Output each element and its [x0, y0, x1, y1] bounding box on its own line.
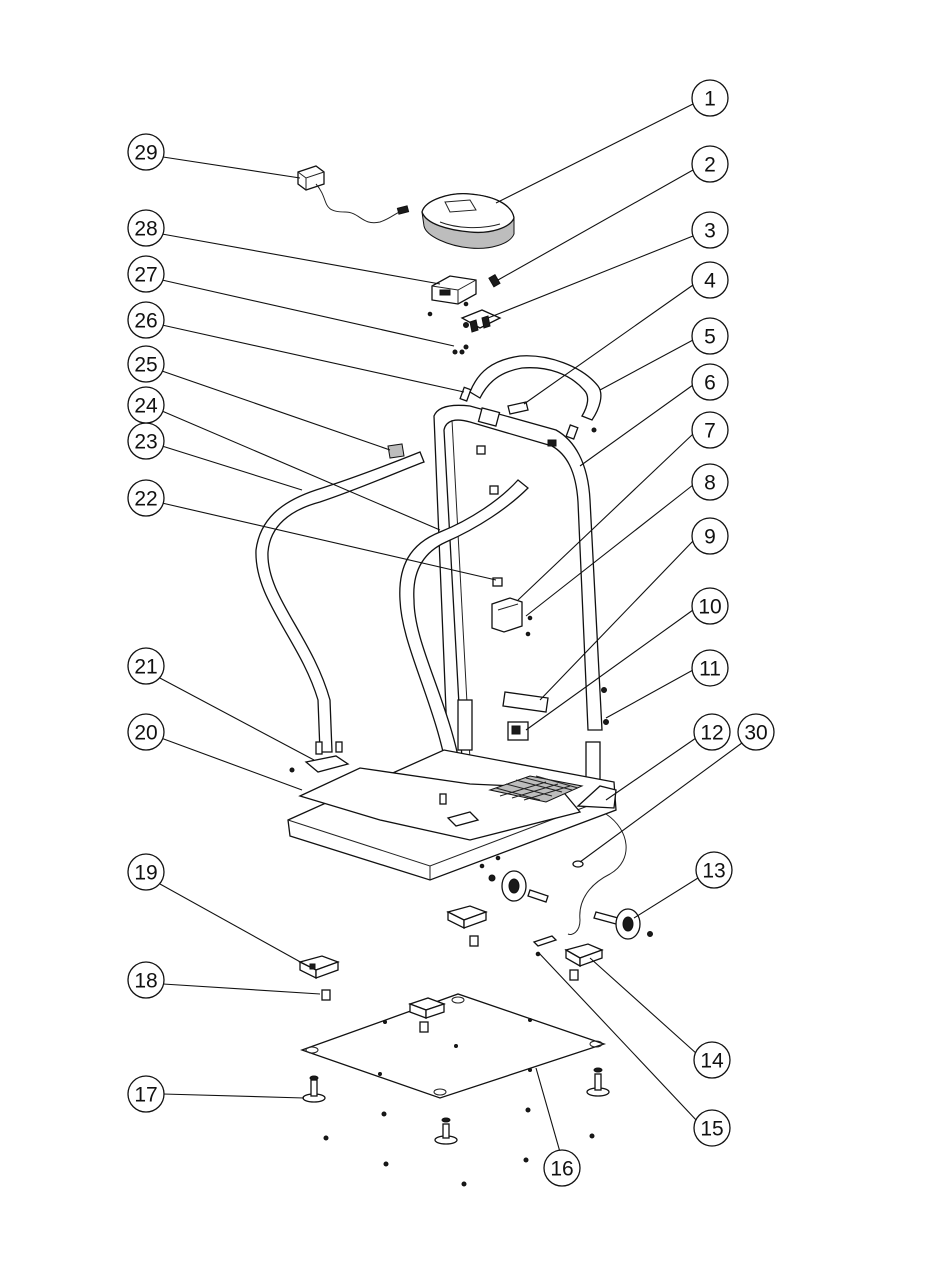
- svg-text:7: 7: [704, 420, 716, 443]
- svg-text:18: 18: [134, 970, 157, 993]
- callout-16: 16: [544, 1150, 580, 1186]
- end-cap: [388, 444, 404, 458]
- console-bracket: [428, 276, 476, 316]
- load-cell-right: [566, 944, 602, 980]
- screws-small: [453, 345, 468, 354]
- callout-23: 23: [128, 423, 164, 459]
- svg-text:10: 10: [698, 596, 721, 619]
- info-label: [508, 722, 528, 740]
- left-handrail: [256, 452, 424, 752]
- callout-9: 9: [692, 518, 728, 554]
- svg-text:20: 20: [134, 722, 157, 745]
- callout-30: 30: [738, 714, 774, 750]
- svg-text:27: 27: [134, 264, 157, 287]
- load-cell-front: [448, 906, 486, 946]
- load-cell-foot: [322, 990, 330, 1000]
- callout-21: 21: [128, 648, 164, 684]
- load-cell-left: [300, 956, 338, 978]
- display-console: [422, 194, 514, 249]
- callout-22: 22: [128, 480, 164, 516]
- svg-text:14: 14: [700, 1050, 724, 1073]
- svg-text:17: 17: [134, 1084, 157, 1107]
- svg-text:11: 11: [699, 658, 721, 681]
- callout-28: 28: [128, 210, 164, 246]
- callout-18: 18: [128, 962, 164, 998]
- svg-text:12: 12: [700, 722, 723, 745]
- callout-20: 20: [128, 714, 164, 750]
- callout-14: 14: [694, 1042, 730, 1078]
- callout-26: 26: [128, 302, 164, 338]
- center-bracket: [492, 598, 532, 636]
- svg-text:15: 15: [700, 1118, 723, 1141]
- callout-10: 10: [692, 588, 728, 624]
- callout-11: 11: [692, 650, 728, 686]
- rail-mount-plate: [290, 742, 348, 772]
- callout-12: 12: [694, 714, 730, 750]
- callout-24: 24: [128, 387, 164, 423]
- svg-text:23: 23: [134, 431, 157, 454]
- circuit-board: [462, 310, 500, 332]
- callout-4: 4: [692, 262, 728, 298]
- svg-text:4: 4: [704, 270, 716, 293]
- wheel-right: [594, 909, 653, 939]
- callout-5: 5: [692, 318, 728, 354]
- svg-text:9: 9: [704, 526, 716, 549]
- wheel-left: [489, 871, 548, 902]
- instruction-plate: [503, 692, 548, 712]
- callout-7: 7: [692, 412, 728, 448]
- callout-29: 29: [128, 134, 164, 170]
- svg-text:26: 26: [134, 310, 157, 333]
- svg-text:29: 29: [134, 142, 157, 165]
- svg-text:25: 25: [134, 354, 157, 377]
- svg-text:22: 22: [134, 488, 157, 511]
- callout-17: 17: [128, 1076, 164, 1112]
- callout-19: 19: [128, 854, 164, 890]
- svg-text:24: 24: [134, 395, 158, 418]
- svg-text:19: 19: [134, 862, 157, 885]
- bottom-plate: [302, 994, 604, 1098]
- svg-text:3: 3: [704, 220, 716, 243]
- svg-text:30: 30: [744, 722, 767, 745]
- svg-text:8: 8: [704, 472, 716, 495]
- svg-text:6: 6: [704, 372, 716, 395]
- svg-text:13: 13: [702, 860, 725, 883]
- callout-3: 3: [692, 212, 728, 248]
- svg-text:5: 5: [704, 326, 716, 349]
- svg-text:16: 16: [550, 1158, 573, 1181]
- callout-27: 27: [128, 256, 164, 292]
- callout-1: 1: [692, 80, 728, 116]
- svg-text:28: 28: [134, 218, 157, 241]
- callout-2: 2: [692, 146, 728, 182]
- bolt: [460, 387, 471, 401]
- power-adapter: [298, 166, 409, 223]
- callout-25: 25: [128, 346, 164, 382]
- callout-15: 15: [694, 1110, 730, 1146]
- base-platform: [288, 750, 616, 880]
- cable-clip: [534, 936, 556, 956]
- cable-connector: [489, 275, 500, 287]
- callout-6: 6: [692, 364, 728, 400]
- svg-text:1: 1: [704, 88, 716, 111]
- svg-text:21: 21: [134, 656, 157, 679]
- callout-8: 8: [692, 464, 728, 500]
- svg-text:2: 2: [704, 154, 716, 177]
- callout-13: 13: [696, 852, 732, 888]
